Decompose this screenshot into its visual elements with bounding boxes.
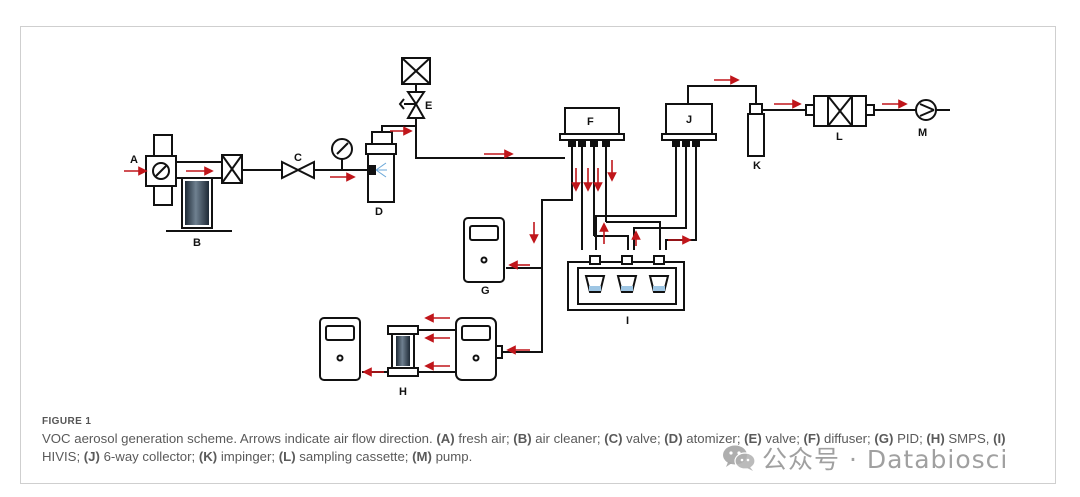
caption-key: (F) xyxy=(803,431,821,446)
caption-text: air cleaner; xyxy=(531,431,605,446)
caption-key: (K) xyxy=(198,449,218,464)
pump-m xyxy=(915,99,937,121)
caption-text: HIVIS; xyxy=(42,449,84,464)
smps-column-glass xyxy=(396,336,410,366)
caption-text: valve; xyxy=(761,431,804,446)
flow-arrow xyxy=(124,166,148,176)
component-a-b xyxy=(145,134,232,232)
pipe-i-j3 xyxy=(665,145,697,250)
hivis-liquid xyxy=(589,286,665,291)
caption-key: (I) xyxy=(993,431,1006,446)
flow-arrow xyxy=(631,230,641,246)
caption-text: impinger; xyxy=(217,449,279,464)
caption-text: PID; xyxy=(893,431,927,446)
figure-caption: VOC aerosol generation scheme. Arrows in… xyxy=(42,430,1007,466)
label-h: H xyxy=(399,386,407,398)
pipe-f-i2b xyxy=(594,235,629,250)
wechat-icon xyxy=(723,445,756,471)
flow-arrow xyxy=(508,260,530,270)
caption-text: 6-way collector; xyxy=(99,449,199,464)
label-k: K xyxy=(753,160,761,172)
label-c: C xyxy=(294,152,302,164)
label-l: L xyxy=(836,131,843,143)
caption-key: (E) xyxy=(744,431,762,446)
valve-c xyxy=(281,160,315,180)
caption-key: (D) xyxy=(664,431,683,446)
flow-arrow xyxy=(882,99,908,109)
flow-arrow xyxy=(774,99,802,109)
label-m: M xyxy=(918,127,927,139)
label-g: G xyxy=(481,285,490,297)
smps-h xyxy=(319,317,503,381)
flow-arrow xyxy=(593,168,603,192)
valve-e xyxy=(398,57,431,119)
label-f: F xyxy=(587,116,594,128)
caption-text: valve; xyxy=(622,431,665,446)
watermark: 公众号 · Databiosci xyxy=(722,440,1008,476)
flow-arrow xyxy=(506,345,530,355)
flow-arrow xyxy=(362,367,384,377)
flow-arrow xyxy=(529,222,539,244)
pipe-d-f xyxy=(415,126,565,159)
label-d: D xyxy=(375,206,383,218)
flow-arrow xyxy=(424,361,450,371)
air-cleaner-box xyxy=(221,154,243,184)
caption-key: (B) xyxy=(513,431,532,446)
flow-arrows xyxy=(124,75,908,377)
caption-text: diffuser; xyxy=(820,431,875,446)
cassette-l xyxy=(805,95,875,127)
pipe-i-j1 xyxy=(595,145,677,250)
flow-arrow xyxy=(424,313,450,323)
caption-key: (G) xyxy=(874,431,894,446)
caption-text: VOC aerosol generation scheme. Arrows in… xyxy=(42,431,437,446)
pressure-gauge xyxy=(331,138,353,170)
label-b: B xyxy=(193,237,201,249)
caption-key: (A) xyxy=(436,431,455,446)
caption-text: atomizer; xyxy=(682,431,745,446)
caption-key: (M) xyxy=(412,449,432,464)
figure-frame xyxy=(20,26,1056,484)
pid-g xyxy=(463,217,505,283)
caption-text: fresh air; xyxy=(454,431,514,446)
hivis-i xyxy=(567,255,685,311)
flow-arrow xyxy=(330,172,356,182)
pipe-f-h xyxy=(502,145,573,353)
caption-text: sampling cassette; xyxy=(295,449,413,464)
watermark-text: 公众号 · Databiosci xyxy=(762,445,1009,474)
pipe-d-e xyxy=(381,118,417,132)
caption-key: (C) xyxy=(604,431,623,446)
flow-arrow xyxy=(424,333,450,343)
label-a: A xyxy=(130,154,138,166)
flow-arrow xyxy=(599,222,609,244)
label-e: E xyxy=(425,100,432,112)
caption-key: (J) xyxy=(83,449,100,464)
collector-j xyxy=(661,103,717,147)
figure-label: FIGURE 1 xyxy=(42,416,92,427)
caption-text: SMPS, xyxy=(944,431,994,446)
flow-arrow xyxy=(714,75,740,85)
label-i: I xyxy=(626,315,629,327)
flow-arrow xyxy=(668,235,692,245)
atomizer-d xyxy=(364,131,397,203)
flow-arrow xyxy=(186,166,214,176)
flow-arrow xyxy=(571,168,581,192)
flow-arrow xyxy=(607,160,617,182)
caption-key: (H) xyxy=(926,431,945,446)
diffuser-f xyxy=(559,107,625,147)
flow-arrow xyxy=(390,126,413,136)
impinger-k xyxy=(747,103,765,157)
caption-key: (L) xyxy=(278,449,296,464)
pipe-j-k xyxy=(687,85,757,104)
label-j: J xyxy=(686,114,692,126)
voc-aerosol-diagram: A B C D E F G H I J K L M xyxy=(124,57,950,398)
pipe-f-i3b xyxy=(606,221,661,250)
flow-arrow xyxy=(583,168,593,192)
caption-text: pump. xyxy=(431,449,473,464)
flow-arrow xyxy=(484,149,514,159)
